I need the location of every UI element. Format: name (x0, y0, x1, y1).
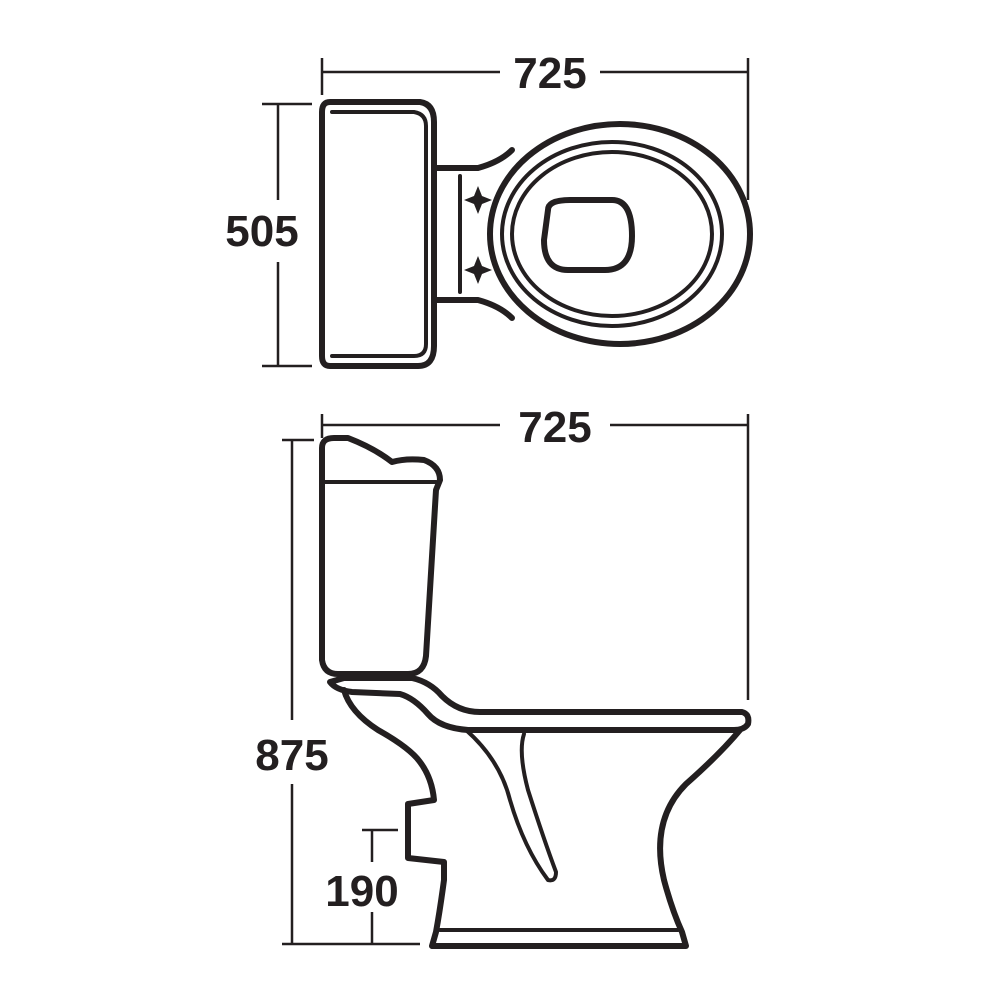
hinge-bolt-top-icon (464, 186, 492, 214)
plan-depth-dimension: 505 (225, 102, 312, 368)
elevation-view: 725 875 190 (255, 403, 752, 949)
hinge-bolt-bottom-icon (464, 256, 492, 284)
bowl-elevation (327, 675, 752, 949)
plan-width-dimension: 725 (320, 49, 750, 200)
elevation-width-dimension: 725 (320, 403, 750, 700)
outlet-height-label: 190 (325, 867, 398, 916)
plan-view: 725 505 (225, 49, 753, 369)
elevation-height-label: 875 (255, 731, 328, 780)
cistern-plan (319, 99, 437, 369)
seat-inner (510, 150, 714, 318)
plan-depth-label: 505 (225, 207, 298, 256)
cistern-elevation (319, 435, 443, 677)
seat-outline (500, 140, 724, 328)
plan-width-label: 725 (513, 49, 586, 98)
outlet-height-dimension: 190 (325, 828, 399, 944)
elevation-height-dimension: 875 (255, 438, 420, 946)
bowl-rim-outer (487, 121, 753, 347)
elevation-width-label: 725 (518, 403, 591, 452)
bowl-neck-plan (431, 147, 515, 321)
bowl-opening (541, 197, 635, 273)
